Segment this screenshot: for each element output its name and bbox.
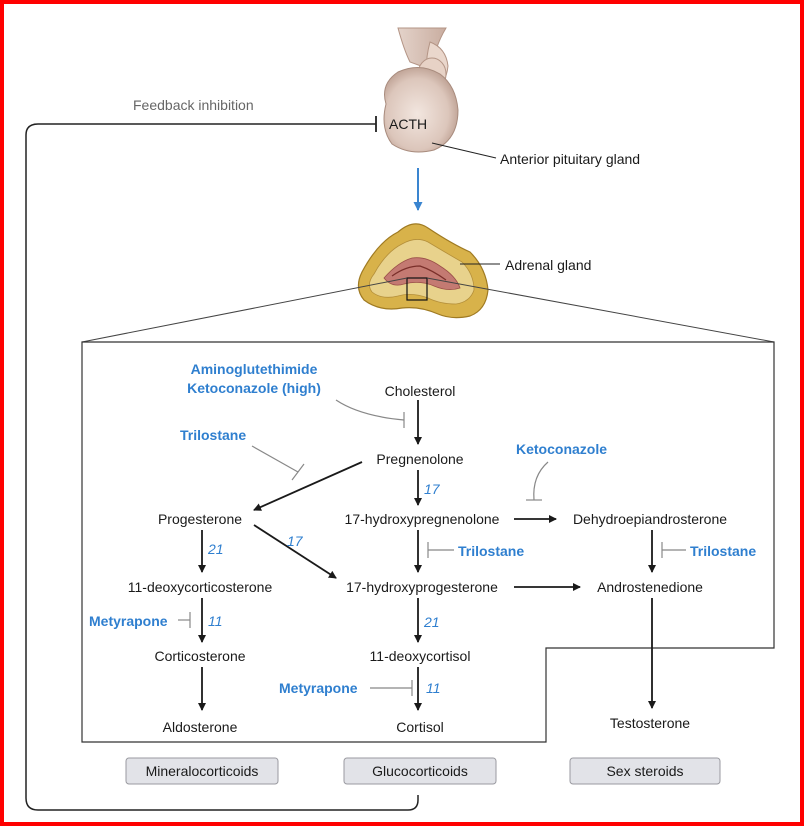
aldosterone-label: Aldosterone <box>163 719 238 735</box>
arrow-progesterone-17ohprog <box>253 524 337 579</box>
acth-label: ACTH <box>389 116 427 132</box>
badge-glucocorticoids: Glucocorticoids <box>343 757 497 785</box>
hydroxypregnenolone-label: 17-hydroxypregnenolone <box>345 511 500 527</box>
zoom-line-left <box>81 277 408 343</box>
deoxycortisol-label: 11-deoxycortisol <box>370 648 471 664</box>
enzyme-17-diag-label: 17 <box>287 533 304 549</box>
trilostane-mid-label: Trilostane <box>458 543 524 559</box>
inhibit-trilostane-top <box>251 445 299 473</box>
cortisol-label: Cortisol <box>396 719 443 735</box>
inhibit-aminoglutethimide <box>335 399 405 421</box>
svg-text:Sex steroids: Sex steroids <box>606 763 683 779</box>
trilostane-right-label: Trilostane <box>690 543 756 559</box>
svg-text:Glucocorticoids: Glucocorticoids <box>372 763 468 779</box>
trilostane-top-label: Trilostane <box>180 427 246 443</box>
pituitary-gland-illustration <box>383 27 459 153</box>
enzyme-21-center-label: 21 <box>423 614 440 630</box>
enzyme-21-left-label: 21 <box>207 541 224 557</box>
metyrapone-left-label: Metyrapone <box>89 613 168 629</box>
corticosterone-label: Corticosterone <box>154 648 245 664</box>
ketoconazole-high-label: Ketoconazole (high) <box>187 380 321 396</box>
androstenedione-label: Androstenedione <box>597 579 703 595</box>
progesterone-label: Progesterone <box>158 511 242 527</box>
dhea-label: Dehydroepiandrosterone <box>573 511 727 527</box>
aminoglutethimide-label: Aminoglutethimide <box>191 361 318 377</box>
zoom-line-right <box>426 277 775 343</box>
feedback-inhibition-label: Feedback inhibition <box>133 97 254 113</box>
pregnenolone-label: Pregnenolone <box>376 451 463 467</box>
arrow-pregnenolone-progesterone <box>253 461 363 511</box>
badge-sex-steroids: Sex steroids <box>569 757 721 785</box>
inhibitor-lines <box>178 399 686 696</box>
ketoconazole-label: Ketoconazole <box>516 441 607 457</box>
testosterone-label: Testosterone <box>610 715 690 731</box>
enzyme-11-left-label: 11 <box>208 613 223 629</box>
pathway-frame <box>81 341 775 743</box>
pathway-arrows <box>198 400 656 711</box>
cholesterol-label: Cholesterol <box>385 383 456 399</box>
deoxycorticosterone-label: 11-deoxycorticosterone <box>128 579 273 595</box>
pituitary-label: Anterior pituitary gland <box>500 151 640 167</box>
hydroxyprogesterone-label: 17-hydroxyprogesterone <box>346 579 498 595</box>
metyrapone-center-label: Metyrapone <box>279 680 358 696</box>
svg-text:Mineralocorticoids: Mineralocorticoids <box>146 763 259 779</box>
enzyme-17-top-label: 17 <box>424 481 441 497</box>
adrenal-label: Adrenal gland <box>505 257 591 273</box>
enzyme-11-center-label: 11 <box>426 680 441 696</box>
pituitary-leader-line <box>431 142 497 159</box>
inhibit-ketoconazole <box>533 461 549 501</box>
badge-mineralocorticoids: Mineralocorticoids <box>125 757 279 785</box>
adrenal-gland-illustration <box>357 223 489 319</box>
feedback-loop-line <box>25 123 419 811</box>
